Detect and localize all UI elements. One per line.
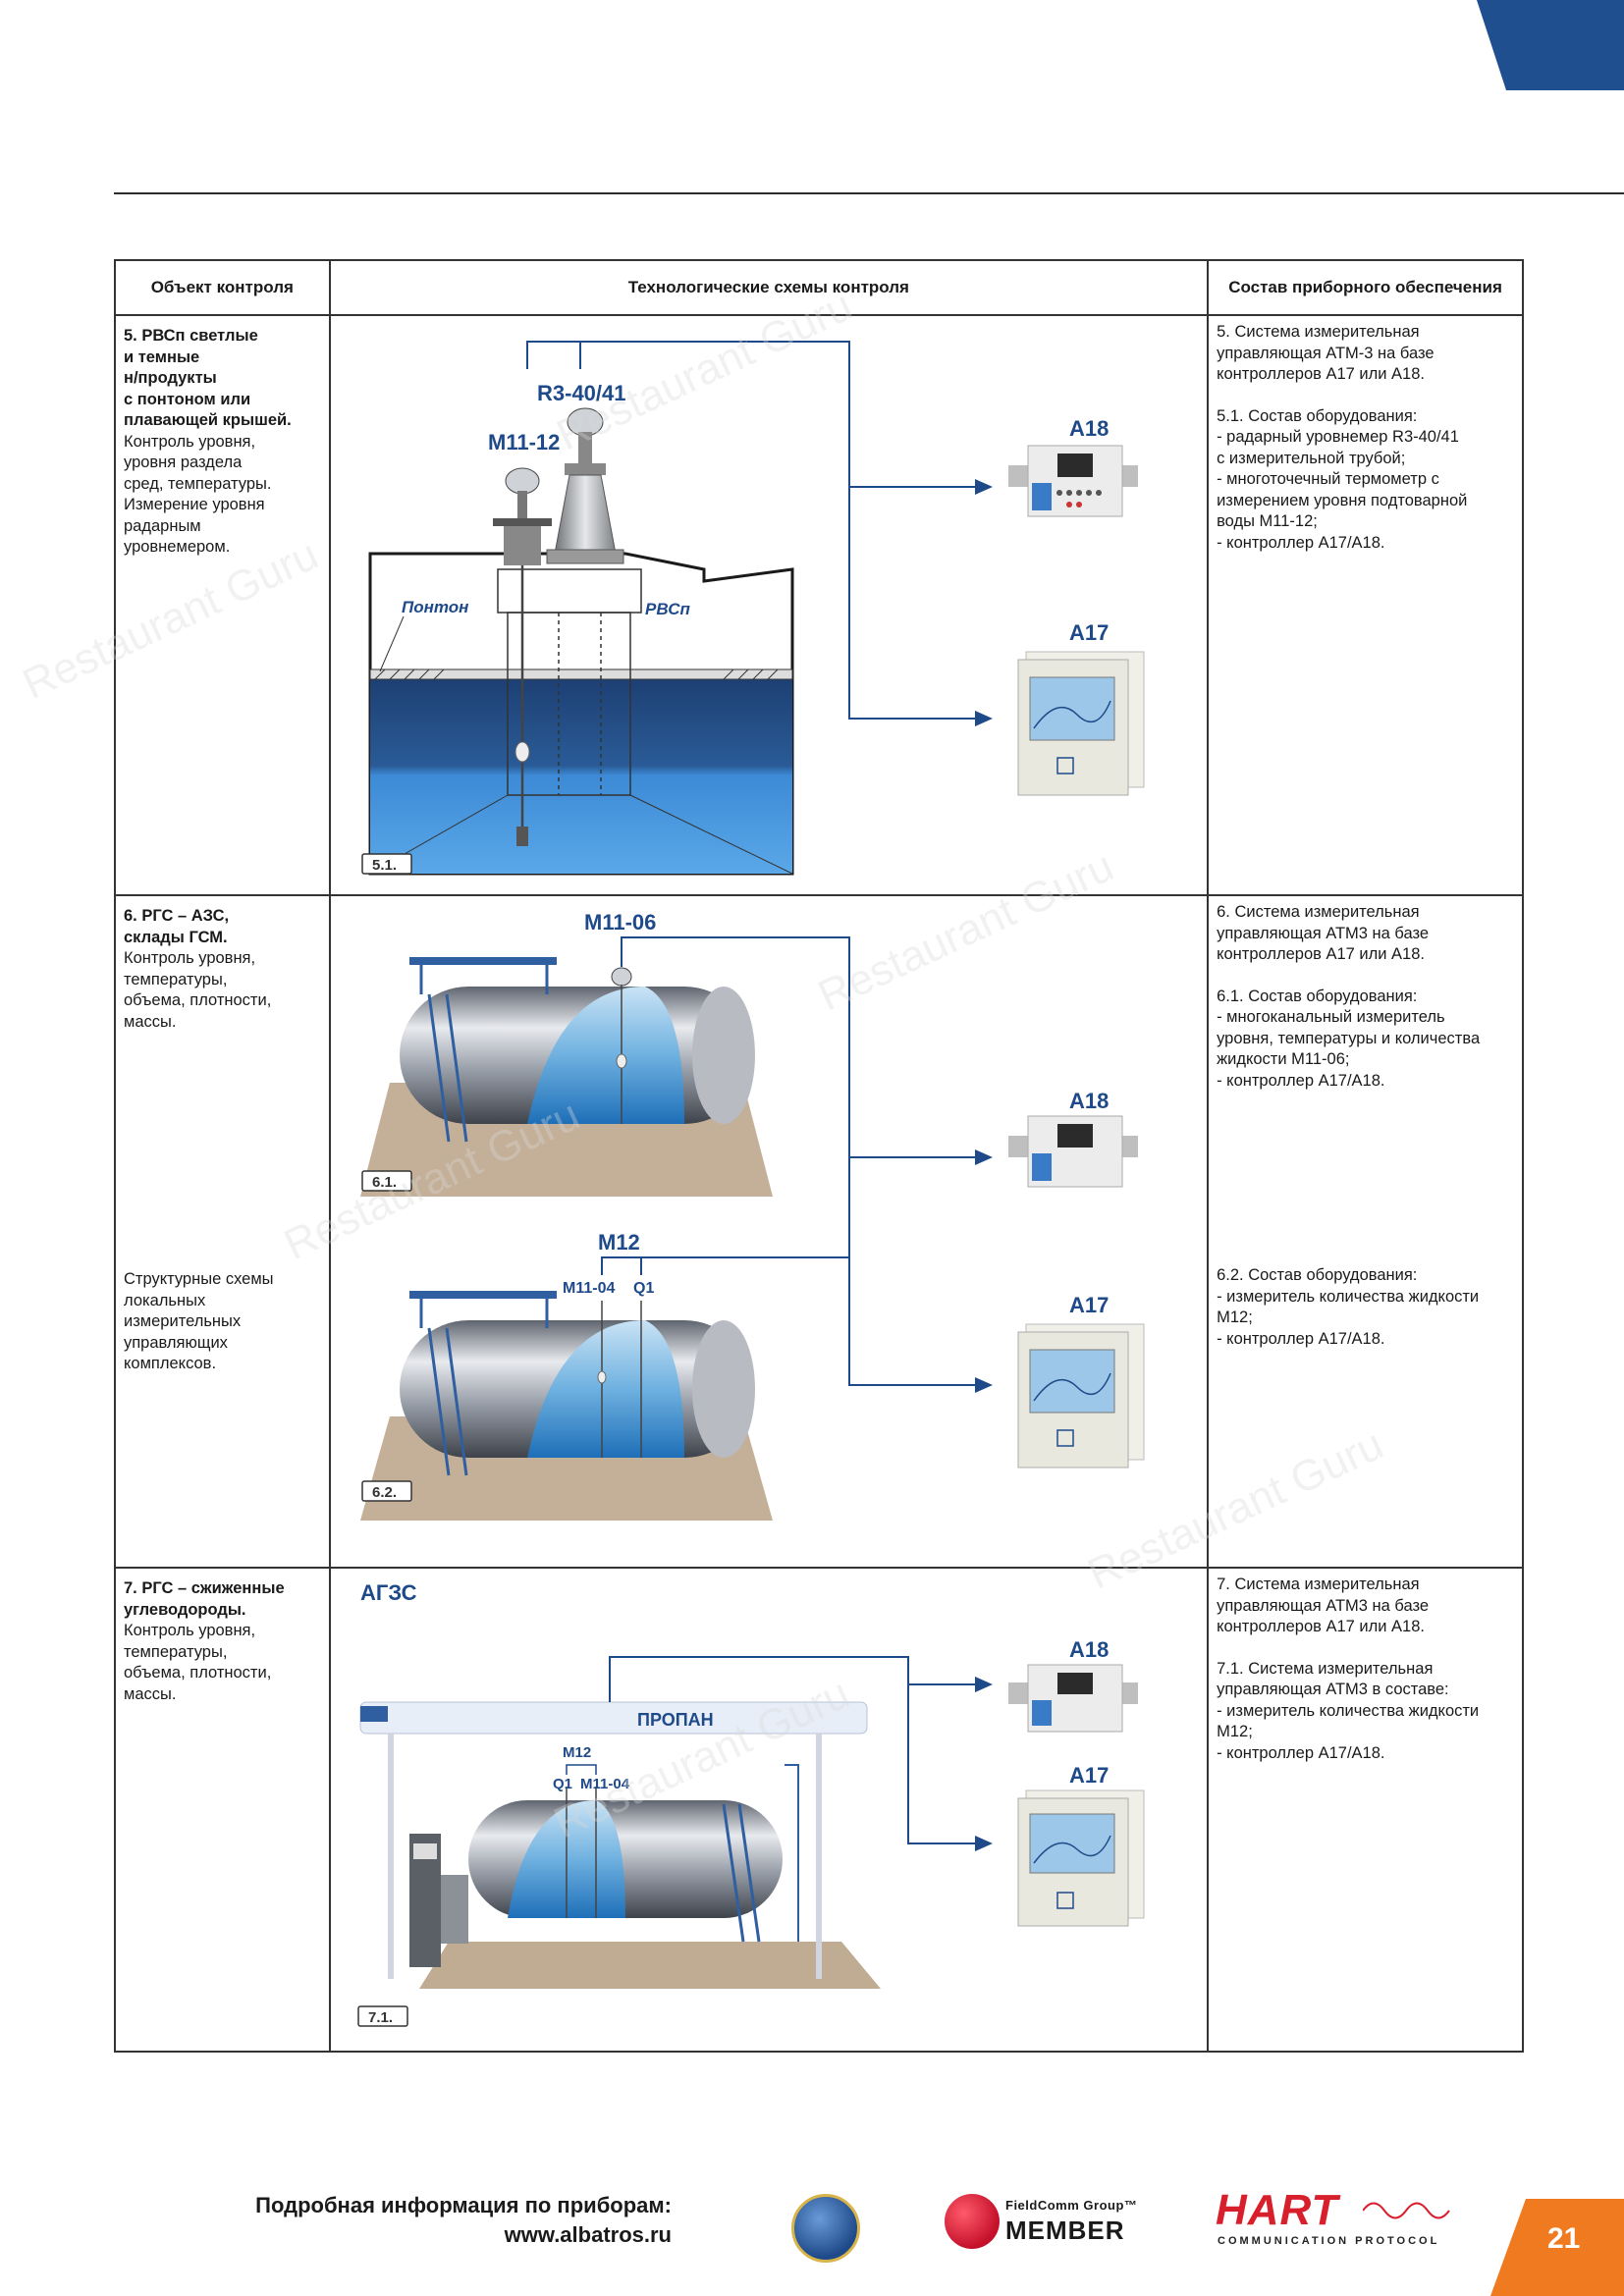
row5-equipment-cell: 5. Система измерительная управляющая АТМ…	[1207, 314, 1524, 896]
label-m11-12: M11-12	[488, 430, 560, 454]
tank-6-1	[359, 957, 773, 1197]
row6-structural-note: Структурные схемы локальных измерительны…	[124, 1270, 274, 1372]
label-r3-40-41: R3-40/41	[537, 381, 626, 405]
hart-logo: HART COMMUNICATION PROTOCOL	[1216, 2186, 1451, 2251]
tank-6-2	[359, 1291, 773, 1521]
row7-object-desc: Контроль уровня, температуры, объема, пл…	[124, 1622, 272, 1703]
fig-5-1: 5.1.	[372, 857, 397, 874]
label-a18: A18	[1069, 416, 1109, 441]
table-row-6: 6. РГС – АЗС, склады ГСМ. Контроль уровн…	[114, 894, 1524, 1569]
label-agzs: АГЗС	[360, 1580, 417, 1605]
fig-6-1: 6.1.	[372, 1174, 397, 1191]
label-ponton: Понтон	[402, 598, 468, 616]
label-rvsp: РВСп	[645, 600, 690, 618]
hart-subtitle: COMMUNICATION PROTOCOL	[1218, 2235, 1440, 2247]
row6-equipment-cell: 6. Система измерительная управляющая АТМ…	[1207, 894, 1524, 1569]
row7-eq-system: 7. Система измерительная управляющая АТМ…	[1217, 1575, 1430, 1635]
header-schemes: Технологические схемы контроля	[328, 259, 1210, 316]
row6-object-title: 6. РГС – АЗС, склады ГСМ.	[124, 907, 230, 946]
a17-controller-row6	[1017, 1323, 1145, 1468]
row7-eq-composition: 7.1. Система измерительная управляющая А…	[1217, 1659, 1480, 1762]
label-m12: M12	[598, 1230, 640, 1255]
label-m11-06: M11-06	[584, 910, 656, 934]
page-number-slant	[1490, 2199, 1526, 2296]
page-number-badge: 21	[1526, 2199, 1624, 2296]
row5-eq-system: 5. Система измерительная управляющая АТМ…	[1217, 323, 1435, 383]
ponton	[369, 668, 793, 680]
row7-diagram-cell: АГЗС ПРОПАН	[328, 1567, 1210, 2053]
fieldcomm-circle-icon	[945, 2194, 1000, 2249]
rgs-tanks-diagram: M11-06 M12 M11-04 Q1 A18	[359, 910, 1145, 1521]
row5-object-desc: Контроль уровня, уровня раздела сред, те…	[124, 432, 272, 557]
row6-eq-composition-2: 6.2. Состав оборудования: - измеритель к…	[1217, 1266, 1480, 1348]
corner-accent-top-slant	[1477, 0, 1506, 90]
hart-text: HART	[1216, 2186, 1339, 2234]
fieldcomm-group-text: FieldComm Group™	[1005, 2198, 1138, 2213]
header-object: Объект контроля	[114, 259, 331, 316]
label-a18-row6: A18	[1069, 1089, 1109, 1113]
a18-controller	[1007, 445, 1138, 517]
label-q1-row7: Q1	[553, 1776, 572, 1792]
agzs-diagram: АГЗС ПРОПАН	[356, 1580, 1145, 2027]
a17-controller-row7	[1017, 1789, 1145, 1927]
a18-controller-row6	[1007, 1115, 1138, 1188]
corner-accent-top	[1506, 0, 1624, 90]
page-number: 21	[1547, 2222, 1581, 2255]
rvsp-tank-diagram: R3-40/41 M11-12 Понтон РВСп A18	[360, 341, 1145, 876]
row6-object-desc: Контроль уровня, температуры, объема, пл…	[124, 949, 272, 1031]
globe-logo-icon	[791, 2194, 860, 2263]
row6-diagram-cell: M11-06 M12 M11-04 Q1 A18	[328, 894, 1210, 1569]
label-m11-04: M11-04	[563, 1280, 615, 1297]
table-header-row: Объект контроля Технологические схемы ко…	[114, 259, 1524, 316]
footer-info: Подробная информация по приборам: www.al…	[255, 2191, 672, 2250]
a18-controller-row7	[1007, 1664, 1138, 1733]
hart-wave-icon	[1363, 2202, 1450, 2219]
footer-info-line1: Подробная информация по приборам:	[255, 2193, 672, 2217]
row7-equipment-cell: 7. Система измерительная управляющая АТМ…	[1207, 1567, 1524, 2053]
a17-controller	[1017, 651, 1145, 796]
row5-eq-composition: 5.1. Состав оборудования: - радарный уро…	[1217, 406, 1468, 552]
label-a17: A17	[1069, 620, 1109, 645]
label-m12-row7: M12	[563, 1744, 591, 1761]
row6-eq-composition-1: 6.1. Состав оборудования: - многоканальн…	[1217, 987, 1481, 1090]
header-equipment: Состав приборного обеспечения	[1207, 259, 1524, 316]
row6-eq-system: 6. Система измерительная управляющая АТМ…	[1217, 903, 1430, 963]
row5-object-cell: 5. РВСп светлые и темные н/продукты с по…	[114, 314, 331, 896]
header-rule	[114, 192, 1624, 194]
fig-6-2: 6.2.	[372, 1484, 397, 1501]
label-propan: ПРОПАН	[637, 1710, 714, 1730]
label-m11-04-row7: M11-04	[580, 1776, 630, 1792]
label-a17-row6: A17	[1069, 1293, 1109, 1317]
fig-7-1: 7.1.	[368, 2009, 393, 2026]
label-q1: Q1	[633, 1280, 654, 1297]
table-row-5: 5. РВСп светлые и темные н/продукты с по…	[114, 314, 1524, 896]
label-a17-row7: A17	[1069, 1763, 1109, 1788]
row7-object-cell: 7. РГС – сжиженные углеводороды. Контрол…	[114, 1567, 331, 2053]
fieldcomm-member-text: MEMBER	[1005, 2216, 1125, 2245]
row6-object-cell: 6. РГС – АЗС, склады ГСМ. Контроль уровн…	[114, 894, 331, 1569]
row5-diagram-cell: R3-40/41 M11-12 Понтон РВСп A18	[328, 314, 1210, 896]
row5-object-title: 5. РВСп светлые и темные н/продукты с по…	[124, 327, 292, 429]
label-a18-row7: A18	[1069, 1637, 1109, 1662]
control-schemes-table: Объект контроля Технологические схемы ко…	[114, 259, 1524, 2053]
row7-object-title: 7. РГС – сжиженные углеводороды.	[124, 1579, 285, 1619]
footer-website-link[interactable]: www.albatros.ru	[504, 2222, 672, 2247]
tank-liquid	[369, 677, 792, 874]
table-row-7: 7. РГС – сжиженные углеводороды. Контрол…	[114, 1567, 1524, 2053]
